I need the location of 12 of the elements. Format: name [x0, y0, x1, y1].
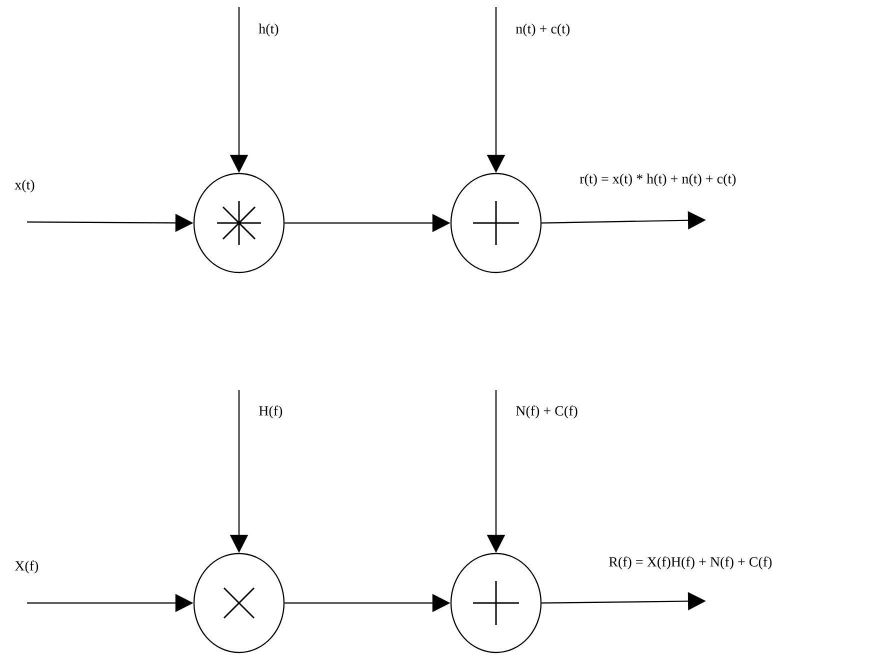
operator-circle	[450, 172, 542, 274]
signal-label: h(t)	[258, 24, 278, 36]
signal-label: x(t)	[14, 180, 34, 192]
signal-label: r(t) = x(t) * h(t) + n(t) + c(t)	[580, 174, 736, 186]
signal-label: n(t) + c(t)	[516, 24, 570, 36]
signal-label: X(f)	[14, 560, 38, 574]
signal-label: N(f) + C(f)	[516, 406, 578, 418]
operator-circle	[193, 552, 285, 654]
signal-label: H(f)	[259, 406, 282, 418]
signal-label: R(f) = X(f)H(f) + N(f) + C(f)	[609, 556, 772, 570]
operator-circle	[193, 172, 285, 274]
operator-circle	[450, 552, 542, 654]
